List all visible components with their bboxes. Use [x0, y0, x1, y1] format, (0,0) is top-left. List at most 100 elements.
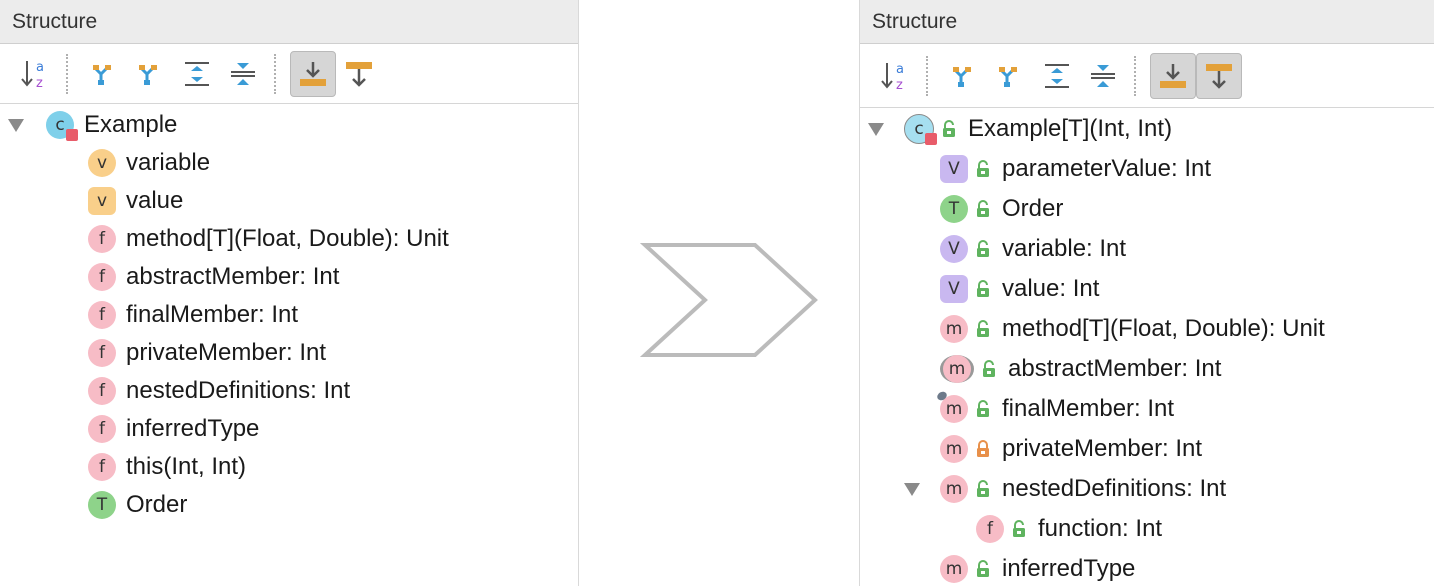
expand-all-button[interactable] — [1034, 53, 1080, 99]
final-pin-icon — [935, 390, 949, 402]
public-lock-icon — [977, 480, 989, 497]
method-icon: m — [940, 475, 968, 503]
svg-text:z: z — [896, 78, 903, 93]
collapse-all-button[interactable] — [220, 51, 266, 97]
function-icon: f — [88, 263, 116, 291]
structure-panel-before: Structure a z — [0, 0, 579, 586]
expand-arrow-icon[interactable] — [8, 119, 24, 132]
tree-node[interactable]: f finalMember: Int — [88, 296, 298, 334]
structure-panel-after: Structure a z — [859, 0, 1434, 586]
autoscroll-to-source-icon — [300, 61, 326, 86]
tree-node[interactable]: v variable — [88, 144, 210, 182]
autoscroll-from-source-button[interactable] — [336, 51, 382, 97]
function-icon: f — [88, 453, 116, 481]
value-icon: V — [940, 275, 968, 303]
autoscroll-to-source-button[interactable] — [1150, 52, 1196, 99]
final-method-icon: m — [935, 390, 968, 423]
chevron-arrow-icon — [640, 243, 818, 357]
tree-node[interactable]: V value: Int — [940, 270, 1099, 308]
tree-node-label: nestedDefinitions: Int — [1002, 475, 1227, 502]
tree-node[interactable]: T Order — [940, 190, 1063, 228]
variable-icon: V — [940, 235, 968, 263]
show-fields-button[interactable] — [128, 51, 174, 97]
tree-node[interactable]: f method[T](Float, Double): Unit — [88, 220, 449, 258]
tree-node[interactable]: m abstractMember: Int — [940, 350, 1221, 388]
structure-toolbar: a z — [0, 44, 578, 104]
public-lock-icon — [1013, 520, 1025, 537]
sort-alphabetically-button[interactable]: a z — [872, 53, 918, 99]
autoscroll-from-source-button[interactable] — [1196, 52, 1242, 99]
autoscroll-to-source-button[interactable] — [290, 50, 336, 97]
value-icon: v — [88, 187, 116, 215]
class-icon: c — [904, 114, 937, 145]
tree-node[interactable]: V parameterValue: Int — [940, 150, 1211, 188]
tree-node[interactable]: T Order — [88, 486, 187, 524]
tree-node-label: finalMember: Int — [126, 301, 299, 328]
method-icon: m — [940, 315, 968, 343]
trait-icon: T — [940, 195, 968, 223]
panel-title: Structure — [12, 9, 98, 33]
expand-all-button[interactable] — [174, 51, 220, 97]
tree-node-label: abstractMember: Int — [1008, 355, 1222, 382]
tree-node-label: value — [126, 187, 184, 214]
tree-node-label: nestedDefinitions: Int — [126, 377, 351, 404]
structure-toolbar: a z — [860, 44, 1434, 108]
tree-node-label: abstractMember: Int — [126, 263, 340, 290]
public-lock-icon — [983, 360, 995, 377]
tree-node[interactable]: m nestedDefinitions: Int — [904, 470, 1226, 508]
panel-header: Structure — [860, 0, 1434, 44]
tree-node-label: method[T](Float, Double): Unit — [126, 225, 449, 252]
tree-node[interactable]: f inferredType — [88, 410, 259, 448]
expand-arrow-icon[interactable] — [868, 123, 884, 136]
collapse-all-button[interactable] — [1080, 53, 1126, 99]
abstract-method-icon: m — [940, 355, 974, 383]
trait-icon: T — [88, 491, 116, 519]
tree-node[interactable]: f function: Int — [976, 510, 1162, 548]
public-lock-icon — [977, 200, 989, 217]
tree-node[interactable]: m method[T](Float, Double): Unit — [940, 310, 1325, 348]
toolbar-separator — [1134, 55, 1144, 96]
tree-node[interactable]: f this(Int, Int) — [88, 448, 246, 486]
show-fields-icon — [999, 66, 1017, 87]
autoscroll-to-source-icon — [1160, 63, 1186, 88]
function-icon: f — [976, 515, 1004, 543]
tree-node-label: inferredType — [126, 415, 260, 442]
tree-node[interactable]: f privateMember: Int — [88, 334, 326, 372]
public-lock-icon — [977, 560, 989, 577]
function-icon: f — [88, 377, 116, 405]
show-inherited-icon — [93, 64, 111, 85]
tree-node-class[interactable]: c Example — [8, 106, 177, 144]
show-inherited-button[interactable] — [942, 53, 988, 99]
tree-node[interactable]: v value — [88, 182, 183, 220]
tree-node-label: variable — [126, 149, 211, 176]
collapse-all-icon — [1091, 64, 1115, 87]
tree-node[interactable]: m inferredType — [940, 550, 1135, 586]
parameter-value-icon: V — [940, 155, 968, 183]
tree-node-class[interactable]: c Example[T](Int, Int) — [868, 110, 1172, 148]
function-icon: f — [88, 415, 116, 443]
private-lock-icon — [977, 440, 989, 457]
tree-node[interactable]: m privateMember: Int — [940, 430, 1202, 468]
tree-node-label: this(Int, Int) — [126, 453, 247, 480]
show-inherited-button[interactable] — [82, 51, 128, 97]
expand-all-icon — [1045, 63, 1069, 88]
show-fields-button[interactable] — [988, 53, 1034, 99]
tree-node[interactable]: f abstractMember: Int — [88, 258, 339, 296]
svg-text:a: a — [896, 62, 904, 77]
sort-alphabetically-icon: a z — [21, 60, 44, 91]
autoscroll-from-source-icon — [1206, 63, 1232, 89]
tree-node-label: finalMember: Int — [1002, 395, 1175, 422]
tree-node[interactable]: V variable: Int — [940, 230, 1126, 268]
tree-node[interactable]: m finalMember: Int — [935, 390, 1175, 428]
tree-node-label: variable: Int — [1002, 235, 1127, 262]
function-icon: f — [88, 339, 116, 367]
method-icon: m — [940, 435, 968, 463]
sort-alphabetically-button[interactable]: a z — [12, 51, 58, 97]
public-lock-icon — [943, 120, 955, 137]
toolbar-separator — [926, 55, 936, 96]
tree-node-label: privateMember: Int — [126, 339, 327, 366]
tree-node-label: Order — [126, 491, 188, 518]
expand-arrow-icon[interactable] — [904, 483, 920, 496]
tree-node[interactable]: f nestedDefinitions: Int — [88, 372, 350, 410]
function-icon: f — [88, 225, 116, 253]
